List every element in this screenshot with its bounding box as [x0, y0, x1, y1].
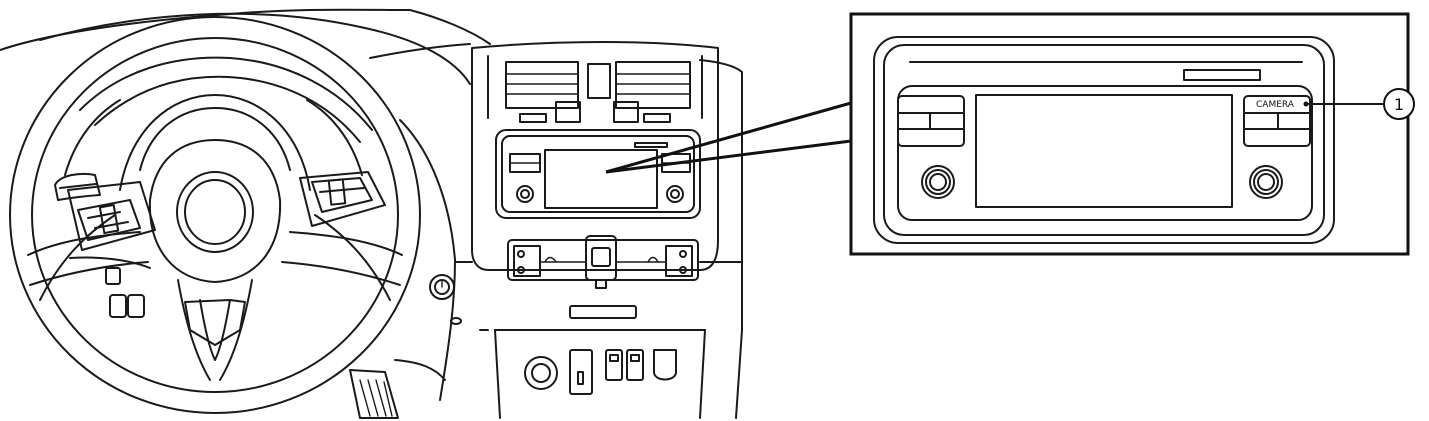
camera-button-label: CAMERA — [1256, 100, 1295, 110]
right-spoke-switches — [311, 177, 373, 213]
left-button-stack — [897, 95, 965, 147]
callout-number: 1 — [1394, 95, 1404, 114]
pedal — [349, 359, 446, 419]
audio-unit-small — [495, 129, 701, 219]
zoom-leader-lines — [605, 101, 852, 174]
callout-marker-1: 1 — [1305, 88, 1415, 120]
zoom-detail-box: CAMERA — [849, 12, 1410, 256]
power-button — [429, 274, 462, 325]
center-stack — [471, 41, 719, 419]
right-knob — [1249, 165, 1283, 199]
audio-unit-detail: CAMERA — [873, 36, 1335, 244]
left-knob — [921, 165, 955, 199]
right-button-stack — [1243, 95, 1311, 147]
lower-left-switches — [69, 256, 151, 318]
climate-controls — [507, 235, 699, 289]
steering-wheel — [9, 16, 421, 414]
lower-console — [479, 329, 706, 419]
left-spoke-switches — [77, 199, 141, 241]
wiper-stalk — [54, 172, 101, 201]
air-vents — [505, 61, 691, 123]
